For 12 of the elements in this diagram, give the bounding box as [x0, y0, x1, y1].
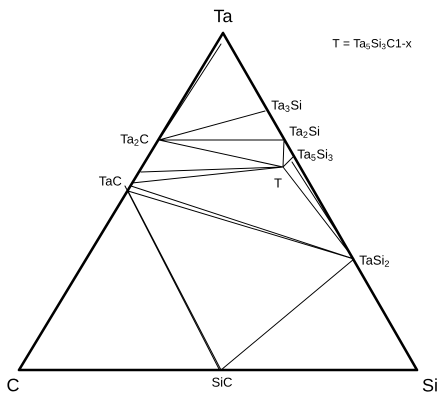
phase-label: Ta$_{2}$Si: [290, 126, 320, 138]
phase-label: T = Ta$_{5}$Si$_{3}$C1-x: [332, 38, 412, 50]
phase-label: C: [7, 378, 19, 392]
phase-label: Ta$_{5}$Si$_{3}$: [298, 149, 333, 161]
phase-label: TaC: [99, 176, 122, 186]
phase-label: Si: [422, 378, 437, 392]
phase-label: Ta$_{3}$Si: [272, 100, 302, 112]
phase-label: Ta: [214, 10, 232, 22]
phase-label: TaSi$_{2}$: [360, 255, 389, 267]
phase-label: Ta$_{2}$C: [120, 134, 148, 146]
phase-label: T: [274, 178, 282, 188]
phase-label: SiC: [212, 377, 232, 387]
